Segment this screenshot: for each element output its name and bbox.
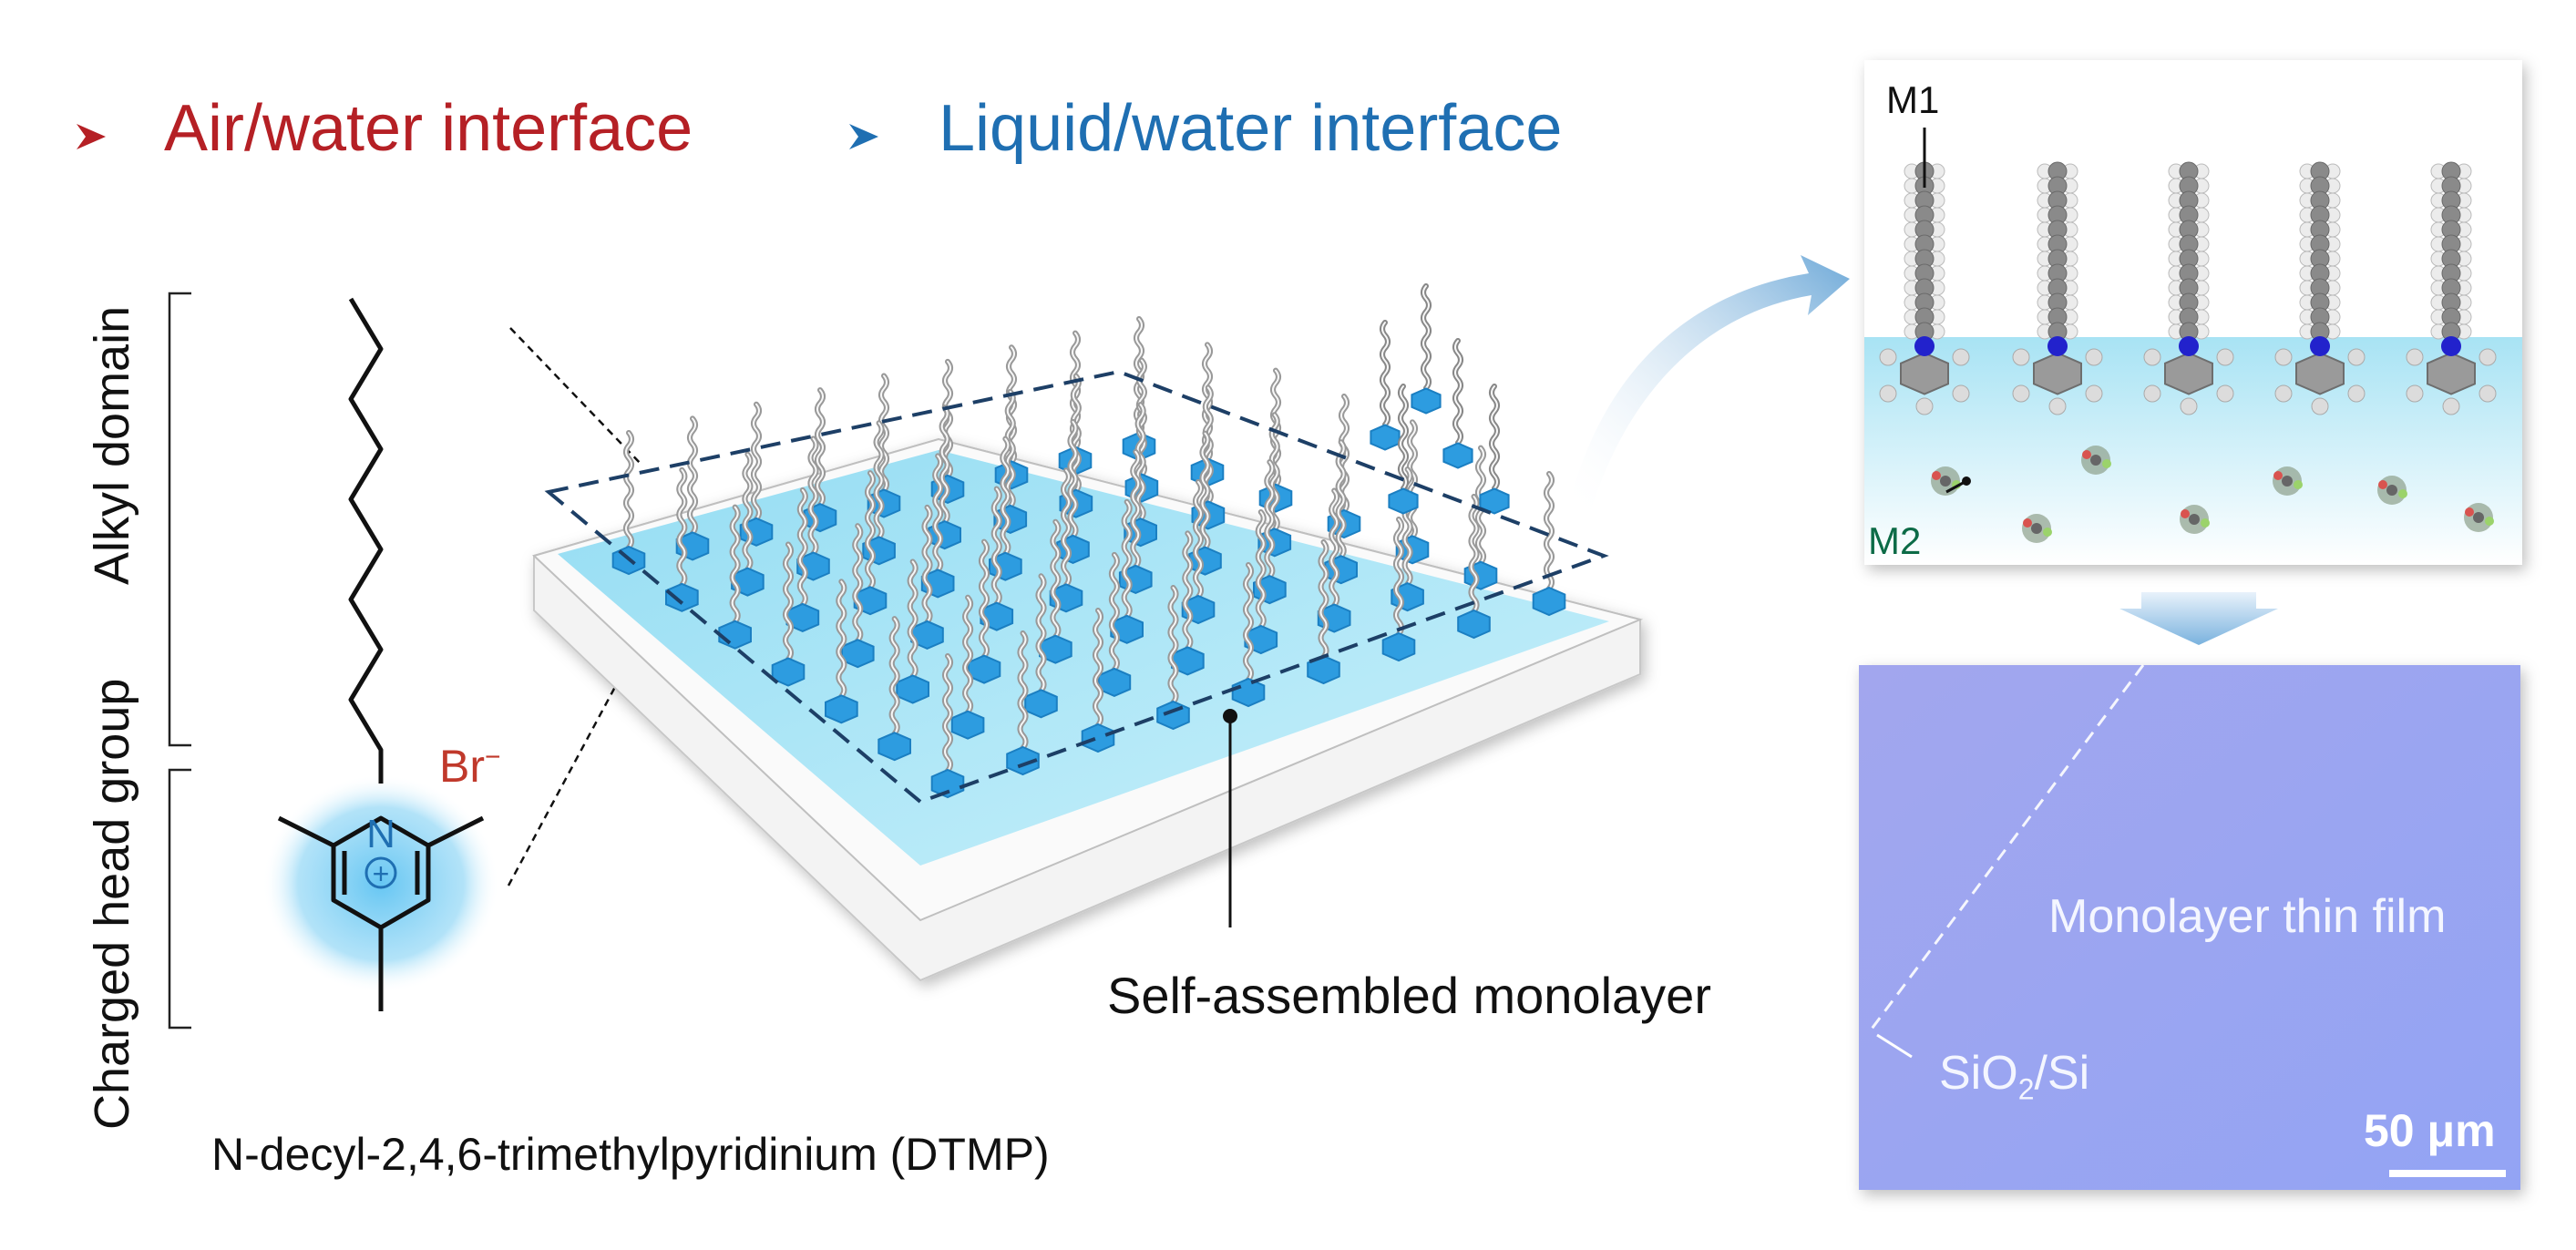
monolayer-film-label: Monolayer thin film — [2048, 890, 2447, 943]
film-micrograph — [1859, 664, 2520, 1190]
air-heading-arrow-icon — [77, 124, 106, 149]
monolayer-molecules — [611, 283, 1566, 799]
liquid-heading-arrow-icon — [849, 124, 878, 149]
alkyl-bracket — [168, 292, 191, 747]
m1-label: M1 — [1886, 78, 1940, 121]
air-water-heading: Air/water interface — [164, 92, 693, 165]
nitrogen-label: N — [366, 812, 395, 856]
sam-label: Self-assembled monolayer — [1107, 967, 1711, 1024]
dtmp-structure: N + — [262, 297, 499, 1011]
headgroup-bracket — [168, 768, 191, 1030]
plus-charge-label: + — [373, 857, 390, 890]
down-arrow-icon — [2119, 592, 2278, 645]
charged-head-group-label: Charged head group — [85, 678, 139, 1130]
bromide-charge: − — [485, 742, 501, 773]
monolayer-outline — [544, 369, 1609, 804]
interface-panel — [1864, 60, 2522, 565]
curved-arrow-icon — [1567, 255, 1850, 510]
zoom-line-top — [509, 327, 642, 466]
molecule-name: N-decyl-2,4,6-trimethylpyridinium (DTMP) — [211, 1129, 1050, 1180]
bromide-label: Br− — [439, 741, 501, 792]
substrate-label: SiO2/Si — [1939, 1047, 2090, 1106]
liquid-water-heading: Liquid/water interface — [939, 92, 1563, 165]
m2-label: M2 — [1868, 519, 1922, 562]
scale-bar-label: 50 μm — [2364, 1105, 2496, 1156]
scale-bar — [2389, 1170, 2506, 1177]
alkyl-domain-label: Alkyl domain — [85, 305, 139, 585]
